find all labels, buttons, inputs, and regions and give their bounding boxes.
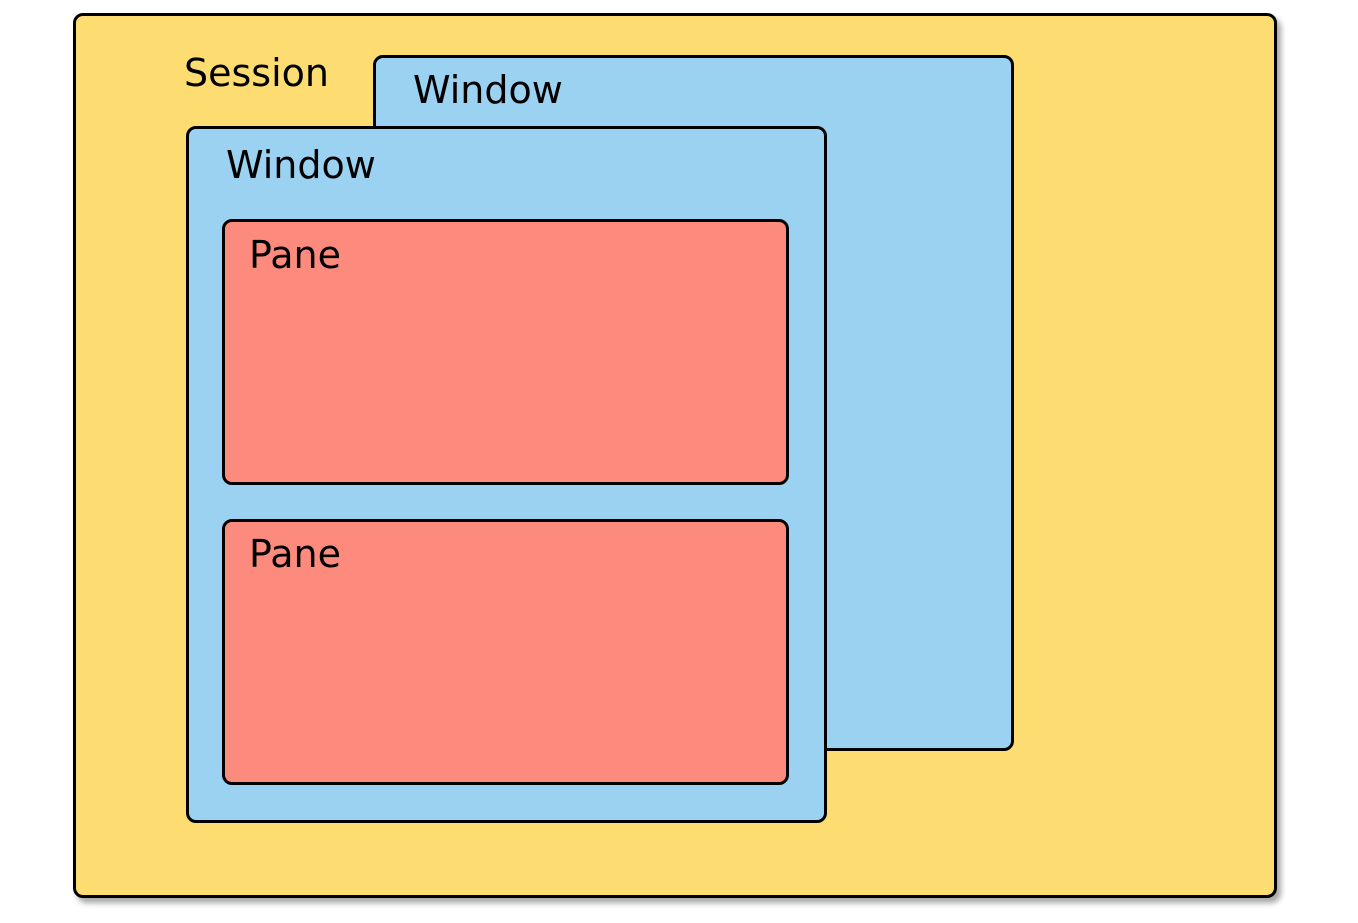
pane-label-top: Pane — [249, 233, 341, 277]
window-label-back: Window — [413, 68, 563, 112]
pane-label-bottom: Pane — [249, 532, 341, 576]
session-label: Session — [184, 51, 329, 95]
pane-box-bottom — [222, 519, 789, 785]
pane-box-top — [222, 219, 789, 485]
window-label-front: Window — [226, 143, 376, 187]
